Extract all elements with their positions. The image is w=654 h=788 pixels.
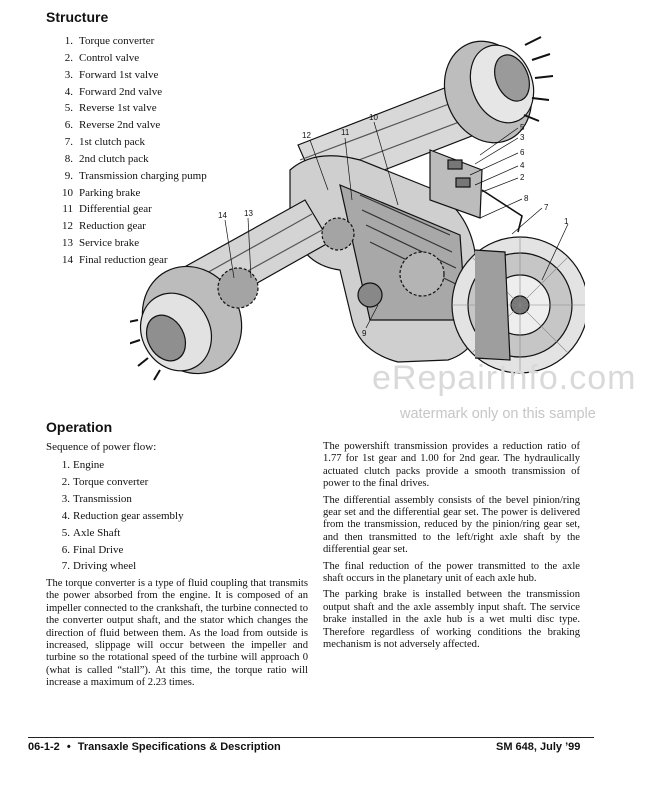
structure-item-number: 1. [64, 35, 73, 47]
callout-10: 10 [369, 113, 378, 122]
power-flow-step-label: Axle Shaft [73, 526, 121, 539]
structure-item-number: 8. [64, 152, 73, 165]
power-flow-step-number: 3. [61, 492, 70, 505]
watermark-brand: eRepairInfo.com [372, 359, 637, 397]
callout-6: 6 [520, 148, 525, 157]
structure-item-number: 11 [62, 203, 73, 216]
structure-item-label: Reduction gear [79, 220, 146, 233]
callout-1: 1 [564, 217, 569, 226]
power-flow-step-label: Final Drive [73, 543, 124, 556]
callout-3: 3 [520, 133, 525, 142]
callout-12: 12 [302, 131, 311, 140]
footer-bullet: • [66, 741, 71, 753]
footer-rule [28, 737, 594, 739]
structure-list: 1. Torque converter 2. Control valve 3. Forwa… [50, 33, 207, 269]
structure-item: 3. Forward 1st valve [50, 67, 207, 84]
structure-item-label: Reverse 2nd valve [79, 119, 161, 132]
structure-item: 7. 1st clutch pack [50, 134, 207, 151]
power-flow-step-label: Torque converter [73, 475, 149, 488]
power-flow-step-label: Driving wheel [73, 560, 137, 573]
structure-item: 1. Torque converter [50, 33, 207, 50]
power-flow-step: 3.Transmission [56, 491, 184, 508]
power-flow-step: 4.Reduction gear assembly [56, 508, 184, 525]
footer-manual: SM 648, July ’99 [496, 741, 581, 753]
structure-item: 9. Transmission charging pump [50, 168, 207, 185]
structure-item-number: 9. [64, 169, 73, 182]
structure-item: 8. 2nd clutch pack [50, 151, 207, 168]
structure-item-number: 14 [62, 253, 73, 266]
power-flow-step: 5.Axle Shaft [56, 525, 184, 542]
footer-left: 06-1-2 • Transaxle Specifications & Desc… [28, 741, 281, 753]
callout-8: 8 [524, 194, 529, 203]
callout-11: 11 [341, 128, 350, 137]
structure-item-number: 13 [62, 237, 73, 250]
structure-heading: Structure [46, 9, 109, 25]
power-flow-step-number: 6. [61, 543, 70, 556]
transaxle-cutaway-diagram: 12 11 10 5 3 6 4 2 8 7 1 14 13 9 [130, 36, 585, 381]
axle-housing-drawing [130, 36, 585, 381]
structure-item-label: 2nd clutch pack [79, 152, 149, 165]
watermark-note: watermark only on this sample [400, 406, 596, 422]
structure-item: 6. Reverse 2nd valve [50, 117, 207, 134]
structure-item: 2. Control valve [50, 50, 207, 67]
structure-item-number: 6. [64, 119, 73, 132]
callout-9: 9 [362, 329, 367, 338]
structure-item: 5. Reverse 1st valve [50, 100, 207, 117]
structure-item-number: 10 [62, 186, 73, 199]
callout-5: 5 [520, 123, 525, 132]
structure-item: 14 Final reduction gear [50, 252, 207, 269]
right-column: The powershift transmission provides a r… [323, 441, 580, 652]
structure-item-label: Forward 1st valve [79, 68, 159, 81]
callout-7: 7 [544, 203, 549, 212]
structure-item-number: 5. [64, 102, 73, 115]
power-flow-step-number: 2. [61, 475, 70, 488]
operation-heading: Operation [46, 419, 113, 435]
power-flow-step: 6.Final Drive [56, 542, 184, 559]
structure-item-label: Final reduction gear [79, 253, 168, 266]
power-flow-step-number: 1. [61, 459, 70, 471]
torque-converter-paragraph: The torque converter is a type of fluid … [46, 578, 308, 689]
structure-item-label: Control valve [79, 51, 140, 64]
structure-item-label: Forward 2nd valve [79, 85, 163, 98]
structure-item-label: 1st clutch pack [79, 136, 145, 149]
structure-item-label: Torque converter [79, 35, 155, 47]
callout-13: 13 [244, 209, 253, 218]
structure-item-label: Reverse 1st valve [79, 102, 157, 115]
callout-14: 14 [218, 211, 227, 220]
footer-section: 06-1-2 [28, 741, 60, 753]
structure-item-number: 12 [62, 220, 73, 233]
structure-item: 11 Differential gear [50, 201, 207, 218]
power-flow-step-number: 5. [61, 526, 70, 539]
power-flow-intro: Sequence of power flow: [46, 441, 157, 453]
structure-item-label: Differential gear [79, 203, 152, 216]
structure-item-number: 7. [64, 136, 73, 149]
power-flow-step-label: Engine [73, 459, 105, 471]
structure-item: 12 Reduction gear [50, 218, 207, 235]
structure-item-number: 3. [64, 68, 73, 81]
power-flow-step-number: 4. [61, 509, 70, 522]
callout-4: 4 [520, 161, 525, 170]
powershift-paragraph: The powershift transmission provides a r… [323, 441, 580, 490]
power-flow-step: 2.Torque converter [56, 474, 184, 491]
footer-title: Transaxle Specifications & Description [77, 741, 281, 753]
structure-item-label: Transmission charging pump [79, 169, 207, 182]
structure-item-label: Service brake [79, 237, 140, 250]
structure-item-label: Parking brake [79, 186, 141, 199]
structure-item-number: 2. [64, 51, 73, 64]
differential-paragraph: The differential assembly consists of th… [323, 494, 580, 556]
power-flow-step-label: Reduction gear assembly [73, 509, 184, 522]
power-flow-step-number: 7. [61, 560, 70, 573]
power-flow-step: 1.Engine [56, 457, 184, 474]
leader-lines [224, 121, 569, 329]
structure-item: 4. Forward 2nd valve [50, 84, 207, 101]
callout-2: 2 [520, 173, 525, 182]
structure-item: 13 Service brake [50, 235, 207, 252]
structure-item: 10 Parking brake [50, 185, 207, 202]
power-flow-step-label: Transmission [73, 492, 132, 505]
final-reduction-paragraph: The final reduction of the power transmi… [323, 560, 580, 585]
structure-item-number: 4. [64, 85, 73, 98]
brake-paragraph: The parking brake is installed between t… [323, 589, 580, 651]
power-flow-step: 7.Driving wheel [56, 558, 184, 575]
